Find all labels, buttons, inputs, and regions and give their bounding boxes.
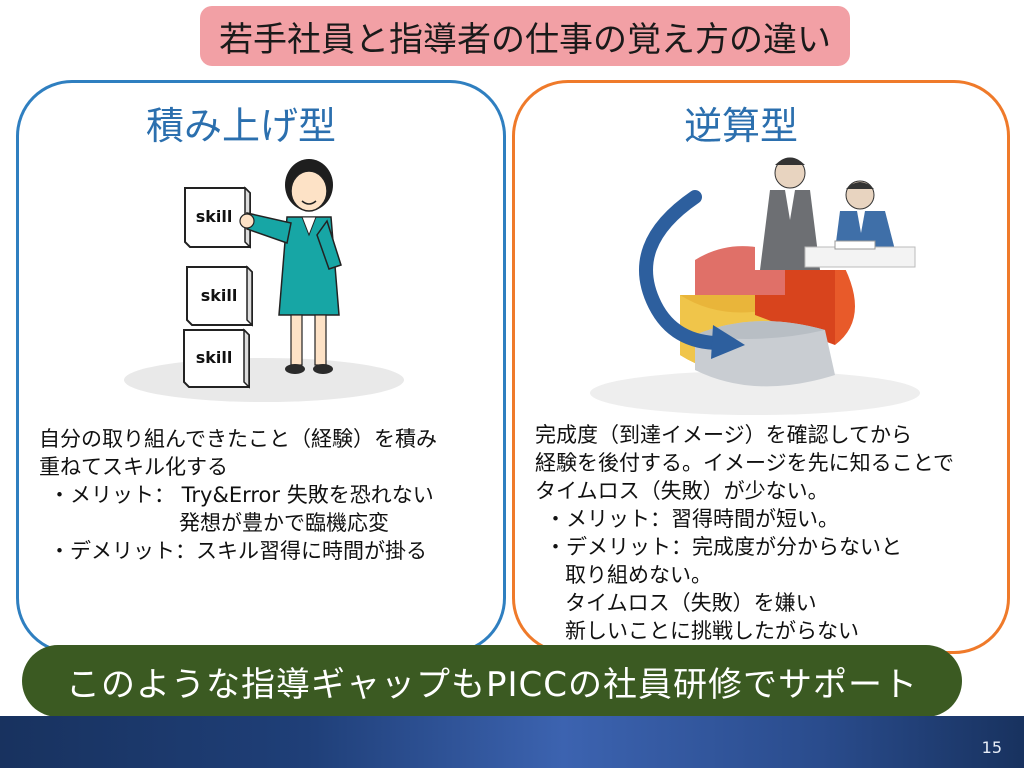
left-line-2: 重ねてスキル化する xyxy=(39,455,228,479)
right-line-2: 経験を後付する。イメージを先に知ることで xyxy=(535,451,954,475)
slide-title: 若手社員と指導者の仕事の覚え方の違い xyxy=(200,6,850,66)
panel-stacking-type: 積み上げ型 skill skill skill xyxy=(16,80,506,654)
panel-heading-backward: 逆算型 xyxy=(683,104,798,148)
right-line-3: タイムロス（失敗）が少ない。 xyxy=(535,479,829,503)
panel-backward-type: 逆算型 xyxy=(512,80,1010,654)
right-panel-body: 完成度（到達イメージ）を確認してから 経験を後付する。イメージを先に知ることで … xyxy=(535,421,954,645)
page-number: 15 xyxy=(981,738,1002,757)
right-demerit-line-4: 新しいことに挑戦したがらない xyxy=(565,619,859,643)
skill-block-top: skill xyxy=(184,186,251,249)
left-demerit-line: ・デメリット：スキル習得に時間が掛る xyxy=(49,539,427,563)
right-demerit-line: ・デメリット：完成度が分からないと xyxy=(545,535,902,559)
skill-label: skill xyxy=(196,207,233,226)
mentor-photo xyxy=(755,145,916,270)
slide-title-text: 若手社員と指導者の仕事の覚え方の違い xyxy=(219,19,831,60)
right-demerit-line-2: 取り組めない。 xyxy=(565,563,712,587)
panel-heading-stacking: 積み上げ型 xyxy=(145,104,336,148)
woman-figure xyxy=(239,159,342,374)
skill-block-bottom: skill xyxy=(183,328,250,389)
left-merit-line: ・メリット： Try&Error 失敗を恐れない xyxy=(49,483,434,507)
support-banner: このような指導ギャップもPICCの社員研修でサポート xyxy=(22,645,962,717)
pie-and-mentor-illustration xyxy=(590,145,920,415)
left-merit-line-2: 発想が豊かで臨機応変 xyxy=(179,511,389,535)
right-line-1: 完成度（到達イメージ）を確認してから xyxy=(535,423,912,447)
support-banner-text: このような指導ギャップもPICCの社員研修でサポート xyxy=(65,664,918,705)
skill-label: skill xyxy=(201,286,238,305)
left-line-1: 自分の取り組んできたこと（経験）を積み xyxy=(39,427,437,451)
right-demerit-line-3: タイムロス（失敗）を嫌い xyxy=(565,591,817,615)
skill-block-middle: skill xyxy=(186,265,253,327)
right-merit-line: ・メリット：習得時間が短い。 xyxy=(545,507,839,531)
skill-label: skill xyxy=(196,348,233,367)
woman-stacking-blocks-illustration: skill skill skill xyxy=(124,159,404,402)
curved-arrow-icon xyxy=(639,190,745,359)
slide-footer-bar xyxy=(0,716,1024,768)
left-panel-body: 自分の取り組んできたこと（経験）を積み 重ねてスキル化する ・メリット： Try… xyxy=(39,425,437,565)
